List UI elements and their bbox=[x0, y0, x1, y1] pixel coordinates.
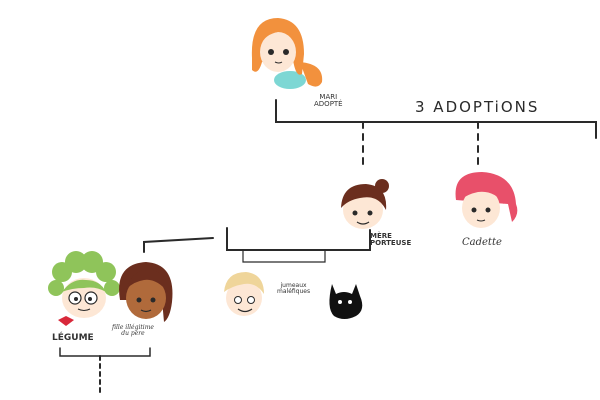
avatar-second-person bbox=[341, 179, 389, 229]
second-person-label-line2: PORTEUSE bbox=[370, 239, 412, 248]
daughter-label-line2: du père bbox=[121, 330, 145, 338]
top-person-label-line1: MARI bbox=[319, 93, 338, 101]
main-branch-line bbox=[275, 99, 597, 139]
legume-label: LÉGUME bbox=[52, 333, 94, 343]
second-person-label: MÈRE PORTEUSE bbox=[370, 232, 412, 248]
top-person-label-line2: ADOPTÉ bbox=[314, 100, 343, 109]
twins-label: jumeaux maléfiques bbox=[277, 282, 311, 296]
link-to-left-family bbox=[143, 237, 214, 253]
avatar-legume bbox=[48, 251, 120, 326]
left-family-bracket bbox=[59, 347, 151, 357]
headline-label: 3 ADOPTiONS bbox=[415, 98, 540, 116]
second-person-label-line1: MÈRE bbox=[370, 232, 392, 240]
avatar-top-person bbox=[251, 18, 323, 89]
second-to-children bbox=[226, 227, 371, 251]
avatar-daughter bbox=[119, 262, 173, 322]
top-person-label: MARI ADOPTÉ bbox=[314, 93, 343, 109]
avatar-third-person bbox=[455, 172, 518, 228]
third-person-label: Cadette bbox=[462, 237, 502, 248]
twins-label-line2: maléfiques bbox=[277, 288, 311, 296]
avatar-twin-dark bbox=[329, 284, 363, 319]
daughter-label: fille illégitime du père bbox=[112, 324, 154, 338]
twins-label-line1: jumeaux bbox=[280, 282, 307, 289]
tree-lines bbox=[59, 99, 597, 393]
avatar-twin-blonde bbox=[224, 272, 264, 316]
twins-bracket bbox=[242, 249, 326, 263]
daughter-label-line1: fille illégitime bbox=[112, 324, 154, 331]
